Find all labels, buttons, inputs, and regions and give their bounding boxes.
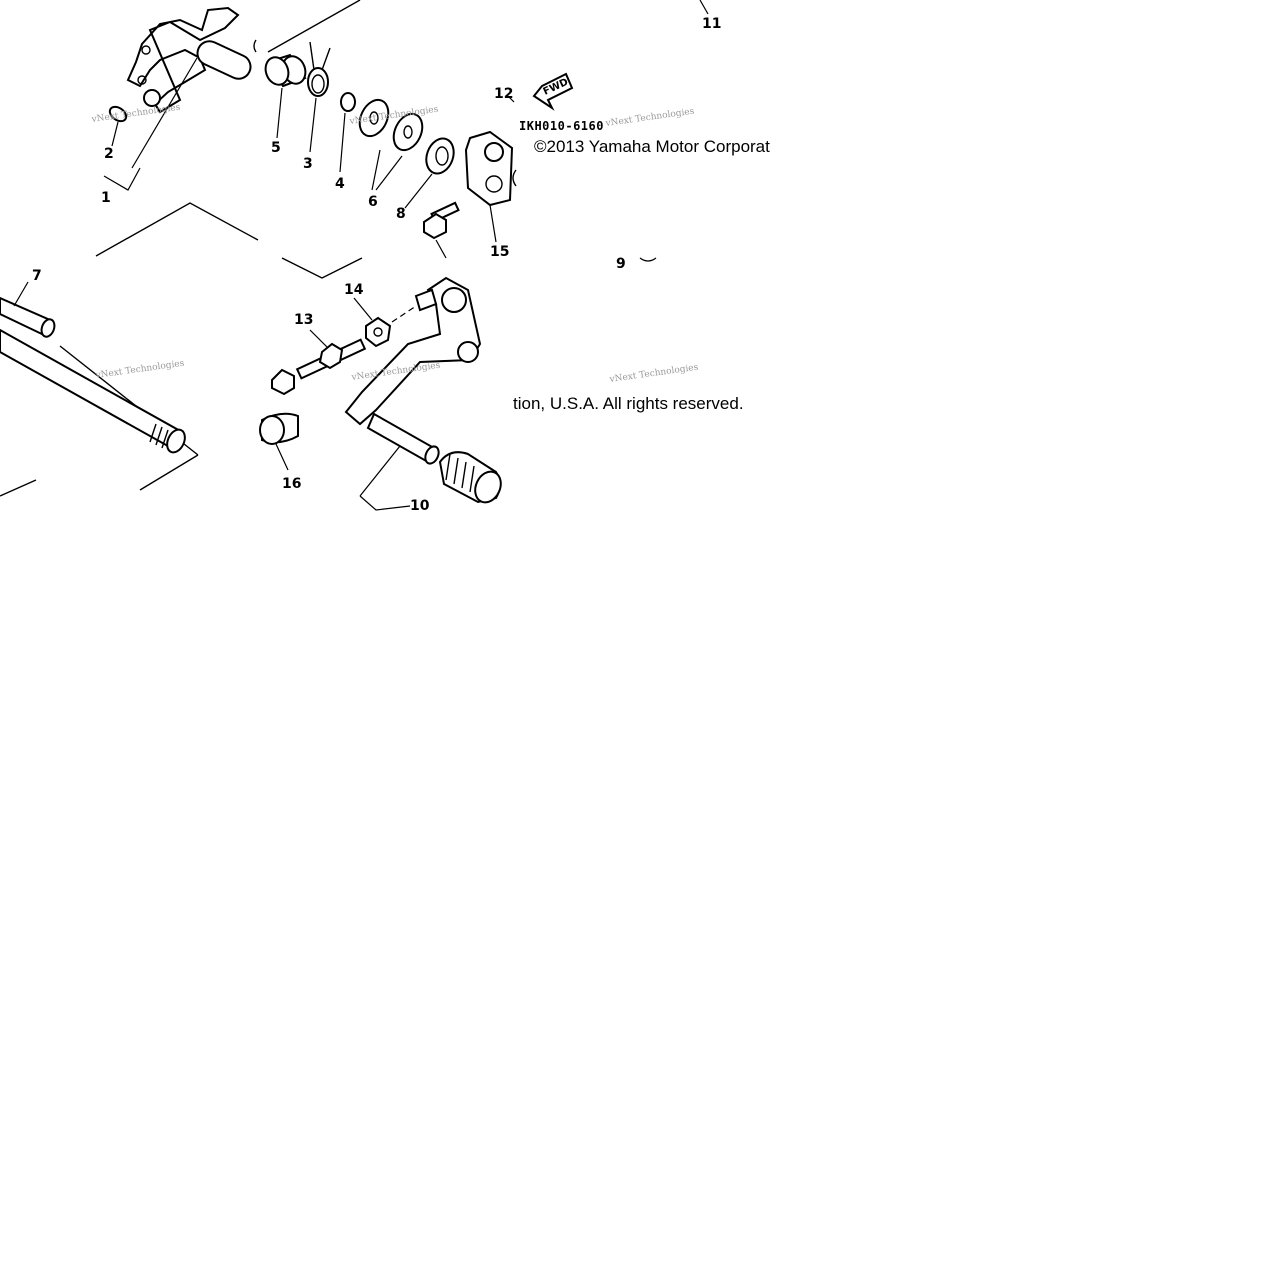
washer-part [358,98,424,191]
watermark: vNext Technologies [348,105,439,128]
callout-5: 5 [271,140,281,156]
partial-part-edge-2 [253,39,257,53]
fwd-arrow-icon: FWD [507,72,574,111]
callout-15: 15 [490,244,509,260]
callout-4: 4 [335,176,345,192]
callout-16: 16 [282,476,301,492]
leader-11 [699,0,709,15]
callout-7: 7 [32,268,42,284]
shift-arm-part [423,130,514,259]
callout-labels: 1 2 3 4 5 6 7 8 9 10 11 12 13 14 15 16 [32,16,721,514]
callout-14: 14 [344,282,364,298]
watermark: vNext Technologies [604,107,695,130]
watermark: vNext Technologies [90,103,181,126]
long-shaft-part [0,281,186,454]
drawing-code: IKH010-6160 [519,119,604,133]
copyright-line-1: ©2013 Yamaha Motor Corporat [534,137,770,156]
partial-part-edge [512,169,517,187]
copyright-line-2: tion, U.S.A. All rights reserved. [513,394,744,413]
callout-6: 6 [368,194,378,210]
callout-9: 9 [616,256,626,272]
callout-11: 11 [702,16,721,32]
callout-3: 3 [303,156,313,172]
spline-marks [149,423,169,449]
callout-12: 12 [494,86,513,102]
torsion-spring-part [307,41,331,153]
collar-part [264,53,307,139]
callout-13: 13 [294,312,313,328]
adjuster-rod-part [271,297,417,396]
callout-8: 8 [396,206,406,222]
clip-part [108,105,128,147]
circlip-part [339,92,356,173]
oil-seal-part [404,137,455,209]
callout-2: 2 [104,146,114,162]
callout-10: 10 [410,498,430,514]
pedal-rubber-ribs [445,453,475,493]
watermark: vNext Technologies [94,359,185,382]
callout-1: 1 [101,190,111,206]
watermark: vNext Technologies [608,363,699,386]
shift-pedal-part [344,276,502,511]
cap-part [259,412,299,471]
shift-shaft-assembly-part [103,6,252,191]
brace-mark [639,257,657,262]
